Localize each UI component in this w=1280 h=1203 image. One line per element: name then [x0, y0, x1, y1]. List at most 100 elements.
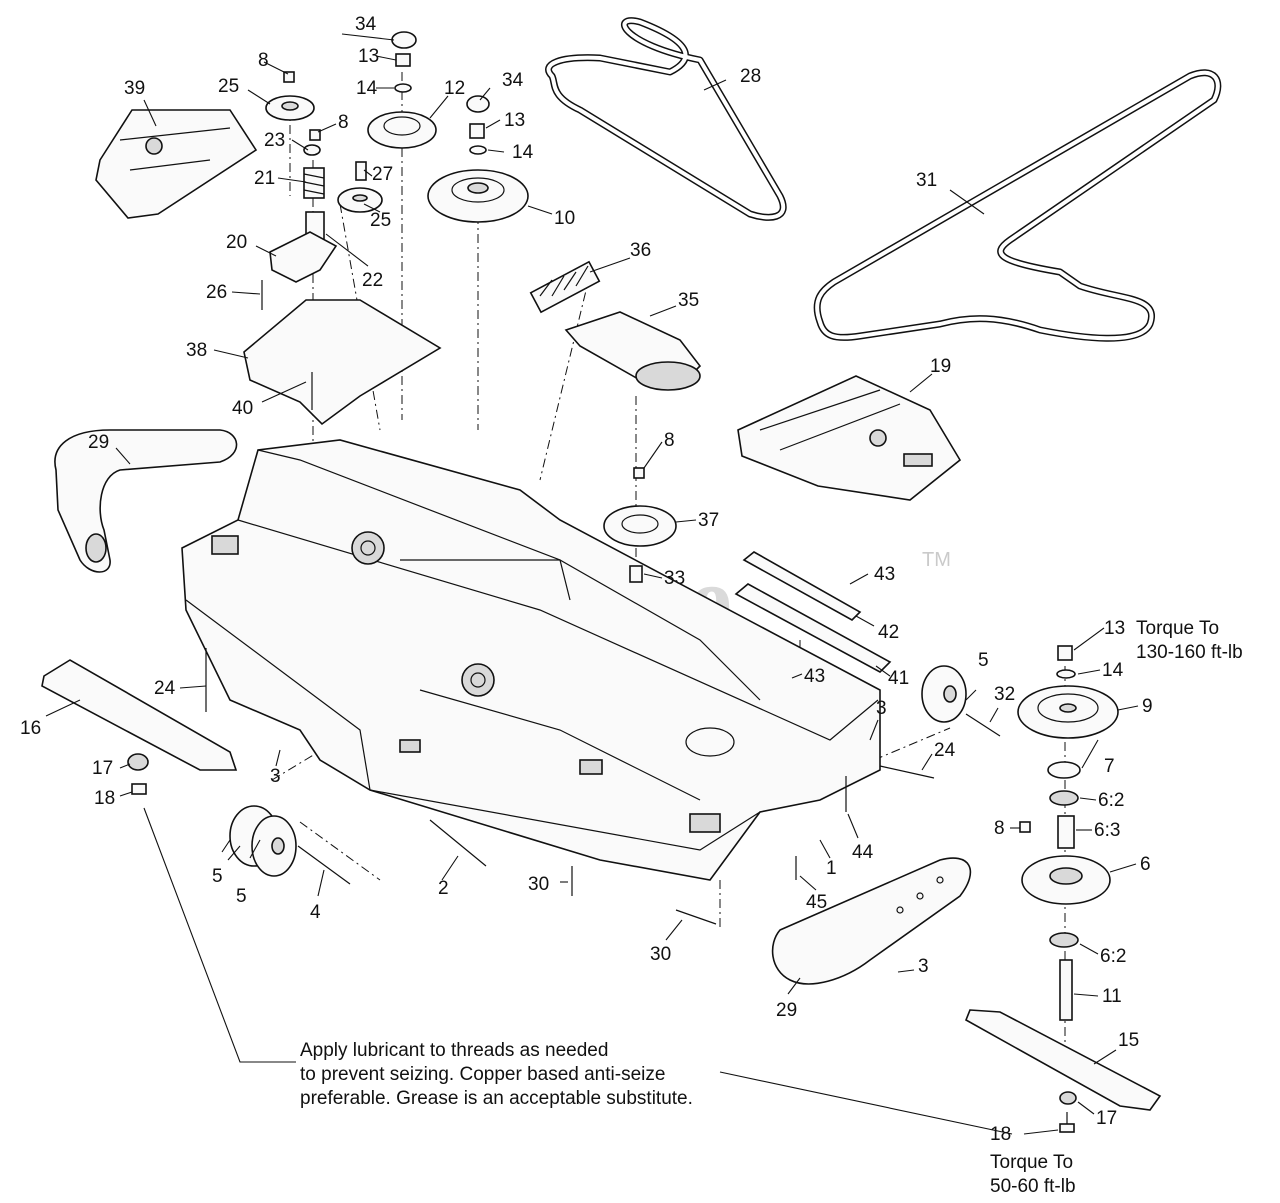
pulley-10: [427, 169, 529, 223]
axle-4: [297, 845, 351, 885]
callout-32: 32: [994, 684, 1015, 705]
callout-25b: 25: [370, 210, 391, 231]
callout-9: 9: [1142, 696, 1153, 717]
bumper-29-left: [54, 429, 238, 573]
callout-12: 12: [444, 78, 465, 99]
callout-18b: 18: [990, 1124, 1011, 1145]
callout-24b: 24: [934, 740, 956, 761]
lubricant-note-line3: preferable. Grease is an acceptable subs…: [300, 1088, 693, 1109]
pulley-25-upper: [265, 95, 315, 121]
washer-17-left: [127, 753, 149, 771]
callout-13c: 13: [1104, 618, 1125, 639]
callout-33: 33: [664, 568, 685, 589]
callout-39: 39: [124, 78, 145, 99]
callout-45: 45: [806, 892, 827, 913]
bracket-38: [243, 299, 442, 426]
callout-6-2b: 6:2: [1100, 946, 1126, 967]
callout-3a: 3: [270, 766, 281, 787]
callout-3c: 3: [918, 956, 929, 977]
belt-31: [813, 69, 1222, 342]
callout-17a: 17: [92, 758, 113, 779]
mower-deck-1: [181, 439, 881, 881]
belt-28: [545, 17, 787, 221]
callout-5b: 5: [236, 886, 247, 907]
bolt-18-right: [1059, 1112, 1075, 1133]
callout-35: 35: [678, 290, 699, 311]
nut-13-spindle: [1057, 645, 1073, 661]
cap-34-right: [466, 95, 490, 113]
callout-14b: 14: [512, 142, 534, 163]
callout-8c: 8: [664, 430, 675, 451]
callout-6: 6: [1140, 854, 1151, 875]
lubricant-note-line2: to prevent seizing. Copper based anti-se…: [300, 1064, 665, 1085]
callout-29b: 29: [776, 1000, 797, 1021]
callout-5a: 5: [212, 866, 223, 887]
callout-8a: 8: [258, 50, 269, 71]
pulley-9: [1017, 685, 1119, 739]
callout-27: 27: [372, 164, 393, 185]
spindle-shaft-11: [1059, 959, 1073, 1021]
callout-43b: 43: [804, 666, 825, 687]
nut-8-spindle: [1019, 821, 1031, 833]
callout-6-3: 6:3: [1094, 820, 1120, 841]
callout-41: 41: [888, 668, 909, 689]
nut-8-upper: [283, 71, 295, 83]
washer-14-spindle: [1056, 669, 1076, 679]
callout-31: 31: [916, 170, 937, 191]
callout-2: 2: [438, 878, 449, 899]
callout-8b: 8: [338, 112, 349, 133]
bushing-23: [303, 144, 321, 156]
callout-25a: 25: [218, 76, 239, 97]
washer-7: [1047, 761, 1081, 779]
callout-labels: 34 13 14 12 34 13 14 10 28 31 8 25 8 23 …: [20, 14, 1243, 1197]
callout-17b: 17: [1096, 1108, 1117, 1129]
callout-37: 37: [698, 510, 719, 531]
torque-top-line1: Torque To: [1136, 618, 1219, 639]
baffle-41: [734, 583, 892, 673]
bearing-6-2-lower: [1049, 932, 1079, 948]
callout-24a: 24: [154, 678, 176, 699]
axle-32: [965, 713, 1001, 737]
callout-5c: 5: [978, 650, 989, 671]
leader-lines: [45, 33, 1139, 1135]
callout-6-2a: 6:2: [1098, 790, 1124, 811]
bearing-6-2-upper: [1049, 790, 1079, 806]
callout-29a: 29: [88, 432, 109, 453]
callout-18a: 18: [94, 788, 115, 809]
spindle-housing-6: [1021, 855, 1111, 905]
blade-15: [964, 1009, 1162, 1111]
nut-8-37: [633, 467, 645, 479]
pulley-37: [603, 505, 677, 547]
callout-42: 42: [878, 622, 899, 643]
idler-arm-20: [269, 231, 338, 283]
pulley-25-lower: [337, 187, 383, 213]
watermark-trademark: TM: [922, 549, 951, 571]
callout-34a: 34: [355, 14, 377, 35]
pulley-12: [367, 111, 437, 149]
gauge-wheel-5-a: [229, 805, 297, 877]
callout-10: 10: [554, 208, 575, 229]
callout-26: 26: [206, 282, 227, 303]
washer-14-right: [469, 145, 487, 155]
callout-23: 23: [264, 130, 285, 151]
blade-16: [41, 659, 238, 771]
spring-36: [529, 260, 601, 314]
bolt-30-b: [675, 909, 717, 925]
callout-16: 16: [20, 718, 41, 739]
washer-14-left: [394, 83, 412, 93]
cap-34-left: [391, 31, 417, 49]
deck-cover-39: [95, 109, 258, 219]
torque-top-line2: 130-160 ft-lb: [1136, 642, 1243, 663]
spacer-33: [629, 565, 643, 583]
callout-14c: 14: [1102, 660, 1124, 681]
callout-8d: 8: [994, 818, 1005, 839]
callout-30b: 30: [650, 944, 671, 965]
callout-21: 21: [254, 168, 275, 189]
lubricant-note: Apply lubricant to threads as needed to …: [300, 1040, 693, 1109]
callout-36: 36: [630, 240, 651, 261]
torque-bottom-line1: Torque To: [990, 1152, 1073, 1173]
callout-40: 40: [232, 398, 253, 419]
callout-20: 20: [226, 232, 247, 253]
torque-bottom-line2: 50-60 ft-lb: [990, 1176, 1076, 1197]
